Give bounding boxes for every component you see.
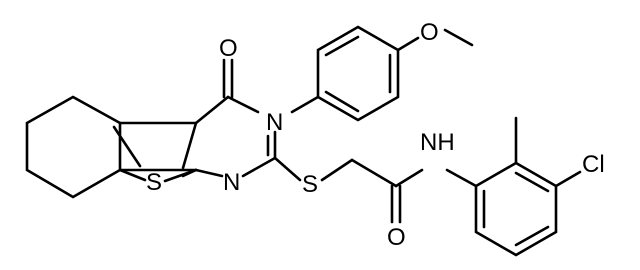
atom-nh-amide: NH [420,129,455,156]
methoxyphenyl-ring [316,25,400,122]
atom-s-thioether: S [302,171,318,198]
thioether-bond [273,156,302,182]
atom-o-amide: O [387,224,406,251]
pyrimidine-bond [194,95,230,125]
pyrimidine-bond [241,156,277,178]
thiophene-bond [181,121,198,170]
pyrimidine-bond [226,95,260,114]
chlorophenyl-ring [514,171,550,193]
atom-n-pyrimidine: N [223,169,240,196]
thioether-bond [320,158,354,182]
chlorophenyl-ring [474,161,558,257]
thiophene-bond [163,168,198,183]
methoxyphenyl-ring [324,90,360,113]
bond-lines [25,25,582,257]
pyrimidine-bond [194,168,224,178]
methoxyphenyl-ring [324,35,360,57]
atom-labels: O O N N S S NH O Cl [146,19,605,251]
chloro-bond [554,170,582,188]
thiophene-bond [112,125,142,168]
atom-o-methoxy: O [420,19,439,46]
chlorophenyl-ring [514,225,550,247]
n-aryl-bond [445,168,478,188]
atom-n-ring: N [266,109,283,136]
methoxy-bond [396,36,420,52]
n-aryl-bond [290,95,320,114]
atom-o-carbonyl: O [219,35,238,62]
methoxy-bond [443,28,474,47]
cyclohexane-ring [25,95,122,199]
atom-cl: Cl [582,151,605,178]
thiophene-bond [118,168,147,182]
amide-n-bond [394,168,424,188]
atom-s-thiophene: S [146,169,162,196]
chain-bond [350,158,398,188]
